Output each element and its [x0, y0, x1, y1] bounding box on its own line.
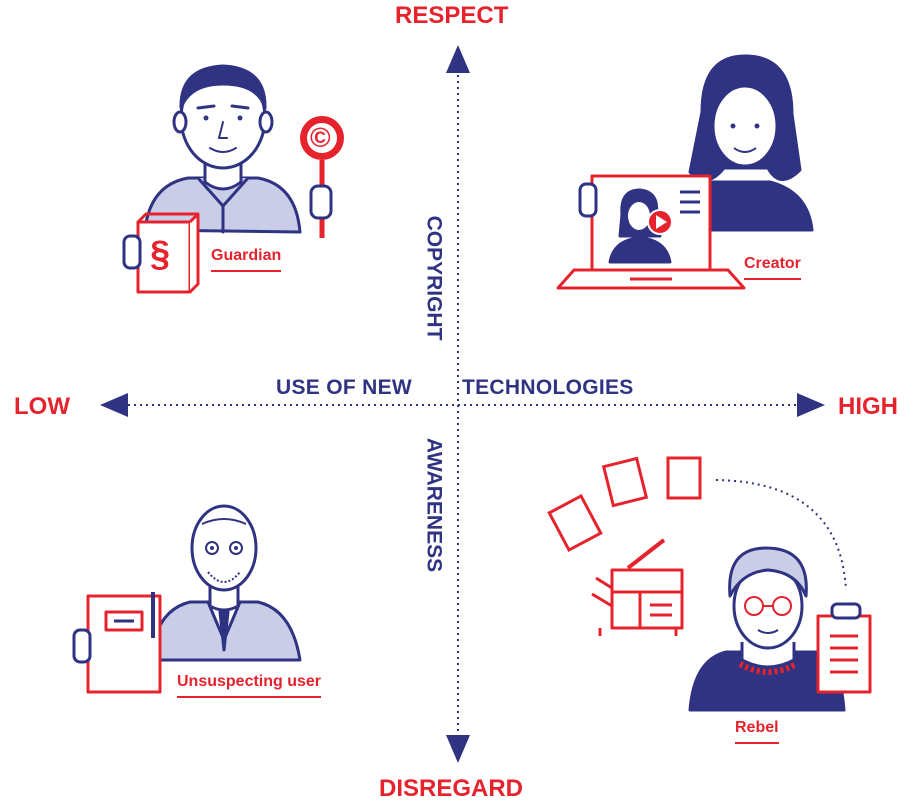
- rebel-clipboard-icon: [816, 602, 872, 694]
- horizontal-axis: [100, 393, 825, 417]
- rebel-illustration: [688, 546, 846, 712]
- axis-label-respect: RESPECT: [395, 2, 509, 29]
- guardian-illustration: [143, 64, 302, 234]
- arrow-up-icon: [446, 45, 470, 73]
- arrow-left-icon: [100, 393, 128, 417]
- persona-label-guardian: Guardian: [211, 248, 282, 272]
- creator-laptop-icon: [556, 174, 746, 290]
- persona-label-rebel: Rebel: [735, 720, 779, 744]
- copyright-symbol-icon: ©: [310, 122, 331, 153]
- guardian-sign-icon: [300, 116, 344, 238]
- vertical-axis-title-bottom: AWARENESS: [422, 437, 446, 573]
- rebel-papers-icon: [547, 456, 702, 553]
- vertical-axis: [446, 45, 470, 763]
- horizontal-axis-title-part2: TECHNOLOGIES: [462, 376, 634, 399]
- arrow-down-icon: [446, 735, 470, 763]
- unsuspecting-user-illustration: [148, 504, 302, 662]
- persona-label-unsuspecting-user: Unsuspecting user: [177, 674, 322, 698]
- axis-label-high: HIGH: [838, 393, 898, 420]
- vertical-axis-title-top: COPYRIGHT: [422, 215, 446, 341]
- paragraph-symbol-icon: §: [150, 233, 171, 274]
- rebel-copier-icon: [591, 538, 684, 636]
- guardian-book-icon: [122, 212, 200, 294]
- horizontal-axis-title-part1: USE OF NEW: [276, 376, 413, 399]
- arrow-right-icon: [797, 393, 825, 417]
- persona-label-creator: Creator: [744, 256, 801, 280]
- axis-label-disregard: DISREGARD: [379, 775, 524, 802]
- axis-label-low: LOW: [14, 393, 70, 420]
- unsuspecting-notebook-icon: [72, 592, 162, 694]
